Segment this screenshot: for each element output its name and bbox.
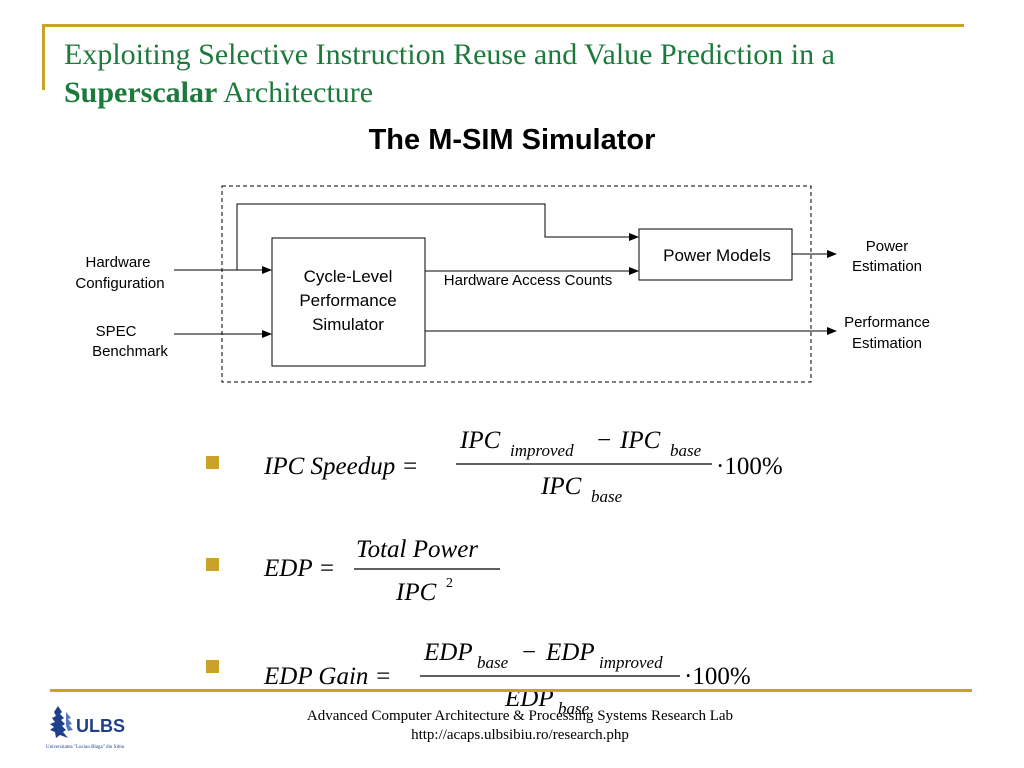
eagle-icon	[50, 706, 73, 738]
ipc-speedup-lhs: IPC Speedup =	[263, 453, 418, 480]
config-to-power-arrow	[236, 203, 639, 270]
title-line2-rest: Architecture	[217, 76, 374, 109]
edp-gain-num-b-sub: improved	[599, 653, 663, 672]
edp-gain-num-minus: −	[522, 639, 536, 666]
edp-gain-num-b: EDP	[545, 639, 595, 666]
edp-lhs: EDP =	[263, 555, 335, 582]
edp-formula: EDP = Total Power IPC 2	[263, 536, 500, 606]
top-rule	[42, 24, 964, 27]
simulator-label-3: Simulator	[312, 315, 384, 334]
ipc-num-b: IPC	[619, 427, 661, 454]
title-bold-word: Superscalar	[64, 76, 218, 109]
footer: Advanced Computer Architecture & Process…	[200, 707, 840, 745]
hw-config-label-2: Configuration	[75, 275, 164, 292]
hw-config-label-1: Hardware	[85, 254, 150, 271]
logo-tagline: Universitatea "Lucian Blaga" din Sibiu	[46, 745, 125, 750]
title-line1: Exploiting Selective Instruction Reuse a…	[64, 38, 835, 71]
edp-den: IPC	[395, 579, 437, 606]
edp-gain-factor: ·100%	[684, 663, 751, 690]
ipc-speedup-formula: IPC Speedup = IPC improved − IPC base IP…	[263, 427, 783, 506]
logo-text: ULBS	[76, 716, 125, 736]
slide-title: Exploiting Selective Instruction Reuse a…	[64, 36, 984, 112]
bullet-ipc	[206, 456, 219, 469]
footer-line2: http://acaps.ulbsibiu.ro/research.php	[411, 727, 629, 743]
subtitle: The M-SIM Simulator	[368, 124, 656, 156]
ipc-num-minus: −	[597, 427, 611, 454]
power-estimation-label-2: Estimation	[852, 258, 922, 275]
edp-num: Total Power	[356, 536, 478, 563]
simulator-box	[271, 237, 426, 367]
power-estimation-label-1: Power	[866, 238, 909, 255]
bullet-edp	[206, 558, 219, 571]
footer-line1: Advanced Computer Architecture & Process…	[306, 708, 734, 724]
ipc-num-a: IPC	[459, 427, 501, 454]
bullet-edp-gain	[206, 660, 219, 673]
spec-label-1: SPEC	[96, 323, 137, 340]
edp-gain-num-a: EDP	[423, 639, 473, 666]
edp-den-sup: 2	[446, 576, 453, 591]
ipc-den-sub: base	[591, 487, 623, 506]
left-rule	[42, 24, 45, 90]
performance-estimation-label-1: Performance	[844, 314, 930, 331]
power-models-label: Power Models	[663, 246, 771, 265]
ipc-num-b-sub: base	[670, 441, 702, 460]
ipc-num-a-sub: improved	[510, 441, 574, 460]
ulbs-logo: ULBS Universitatea "Lucian Blaga" din Si…	[46, 706, 125, 750]
simulator-label-1: Cycle-Level	[304, 267, 393, 286]
bottom-rule	[50, 689, 972, 692]
edp-gain-lhs: EDP Gain =	[263, 663, 392, 690]
simulator-label-2: Performance	[299, 291, 396, 310]
access-counts-label: Hardware Access Counts	[444, 272, 612, 289]
edp-gain-den-sub: base	[558, 699, 590, 718]
dashed-boundary	[221, 185, 812, 383]
ipc-factor: ·100%	[716, 453, 783, 480]
spec-label-2: Benchmark	[92, 343, 168, 360]
edp-gain-num-a-sub: base	[477, 653, 509, 672]
ipc-den: IPC	[540, 473, 582, 500]
performance-estimation-label-2: Estimation	[852, 335, 922, 352]
